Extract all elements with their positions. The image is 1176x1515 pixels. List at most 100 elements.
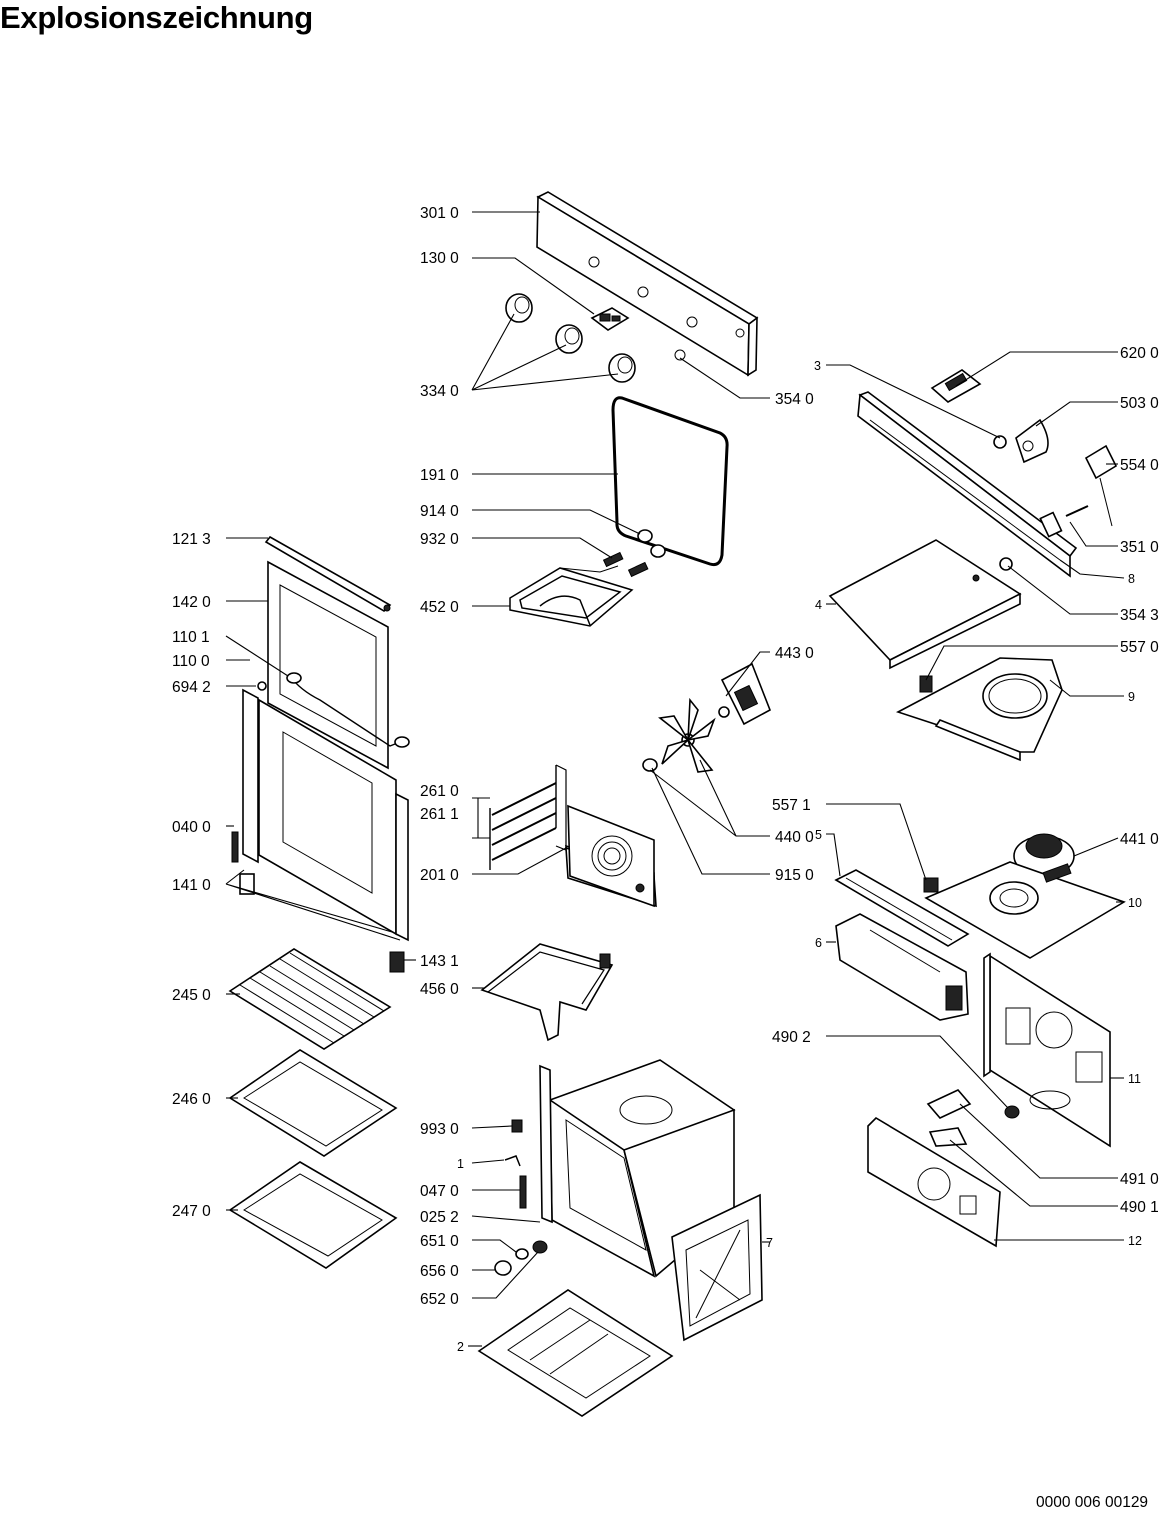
label-1213: 121 3 <box>172 531 211 548</box>
part-labels: 301 0 130 0 334 0 354 0 191 0 914 0 932 … <box>172 205 1159 1354</box>
part-fan-wheel <box>642 697 716 773</box>
label-2: 2 <box>457 1340 464 1354</box>
label-9140: 914 0 <box>420 503 459 520</box>
label-4901: 490 1 <box>1120 1199 1159 1216</box>
label-2611: 261 1 <box>420 806 459 823</box>
label-1101: 110 1 <box>172 629 210 646</box>
label-0470: 047 0 <box>420 1183 459 1200</box>
part-control-panel <box>536 191 759 377</box>
label-1: 1 <box>457 1157 464 1171</box>
part-grill-element <box>509 565 634 627</box>
part-fan-housing <box>895 657 1063 762</box>
leader-lines <box>225 211 1125 1347</box>
part-side-panel <box>671 1193 763 1342</box>
label-5030: 503 0 <box>1120 395 1159 412</box>
label-1100: 110 0 <box>172 653 210 670</box>
label-5: 5 <box>815 828 822 842</box>
label-0252: 025 2 <box>420 1209 459 1226</box>
part-door-top-trim <box>264 535 392 613</box>
label-6942: 694 2 <box>172 679 211 696</box>
label-2450: 245 0 <box>172 987 211 1004</box>
part-front-frame <box>857 391 1078 578</box>
label-1431: 143 1 <box>420 953 459 970</box>
label-7: 7 <box>766 1236 773 1250</box>
label-4430: 443 0 <box>775 645 814 662</box>
label-6520: 652 0 <box>420 1291 459 1308</box>
label-1300: 130 0 <box>420 250 459 267</box>
part-door-outer-glass <box>267 560 389 770</box>
page-title: Explosionszeichnung <box>0 0 313 35</box>
part-cooling-fan <box>1013 833 1075 877</box>
label-4: 4 <box>815 598 822 612</box>
label-12: 12 <box>1128 1234 1142 1248</box>
label-8: 8 <box>1128 572 1135 586</box>
part-timer <box>1015 418 1049 464</box>
part-electronics-box <box>835 913 969 1021</box>
label-9: 9 <box>1128 690 1135 704</box>
label-3540: 354 0 <box>775 391 814 408</box>
label-6200: 620 0 <box>1120 345 1159 362</box>
part-channel <box>834 869 970 947</box>
label-2610: 261 0 <box>420 783 459 800</box>
part-nuts <box>602 529 666 578</box>
part-wire-shelf <box>228 948 392 1050</box>
part-cover-plate <box>867 1116 1001 1248</box>
label-6: 6 <box>815 936 822 950</box>
part-knobs <box>505 293 636 383</box>
part-baking-tray <box>228 1049 398 1157</box>
label-5570: 557 0 <box>1120 639 1159 656</box>
part-4910 <box>926 1089 972 1119</box>
part-fan-cover <box>565 804 657 908</box>
part-top-cover <box>828 539 1022 670</box>
label-3510: 351 0 <box>1120 539 1159 556</box>
part-oven-cavity <box>539 1059 736 1278</box>
label-3543: 354 3 <box>1120 607 1159 624</box>
label-10: 10 <box>1128 896 1142 910</box>
label-3340: 334 0 <box>420 383 459 400</box>
part-deep-tray <box>228 1161 398 1269</box>
label-9150: 915 0 <box>775 867 814 884</box>
part-switch-5571 <box>923 877 939 893</box>
label-9320: 932 0 <box>420 531 459 548</box>
part-door-inner <box>231 681 409 942</box>
part-hinge-clip <box>389 951 405 973</box>
part-switch-557 <box>919 675 933 693</box>
part-fan-motor <box>718 662 772 726</box>
part-knob-3 <box>993 435 1007 449</box>
part-gasket <box>611 396 729 567</box>
part-bottom-element <box>480 943 614 1042</box>
label-4410: 441 0 <box>1120 831 1159 848</box>
label-9930: 993 0 <box>420 1121 459 1138</box>
part-small-fittings <box>494 1119 548 1276</box>
part-door-handle <box>286 672 410 748</box>
label-1910: 191 0 <box>420 467 459 484</box>
label-3: 3 <box>814 359 821 373</box>
part-side-racks <box>489 764 567 870</box>
label-4520: 452 0 <box>420 599 459 616</box>
part-thermostat <box>1084 444 1118 527</box>
document-number: 0000 006 00129 <box>1036 1494 1149 1511</box>
part-sensor <box>1065 505 1089 517</box>
label-1420: 142 0 <box>172 594 211 611</box>
part-4902 <box>1004 1105 1020 1119</box>
part-switch <box>590 307 630 331</box>
label-2460: 246 0 <box>172 1091 211 1108</box>
label-2010: 201 0 <box>420 867 459 884</box>
label-3010: 301 0 <box>420 205 459 222</box>
label-0400: 040 0 <box>172 819 211 836</box>
label-5540: 554 0 <box>1120 457 1159 474</box>
label-11: 11 <box>1128 1072 1141 1086</box>
label-4910: 491 0 <box>1120 1171 1159 1188</box>
part-bottom-panel <box>477 1289 674 1417</box>
label-5571: 557 1 <box>772 797 811 814</box>
label-4902: 490 2 <box>772 1029 811 1046</box>
part-back-panel <box>983 952 1111 1148</box>
part-4901 <box>928 1127 968 1147</box>
label-6560: 656 0 <box>420 1263 459 1280</box>
label-6510: 651 0 <box>420 1233 459 1250</box>
part-rear-cover <box>924 861 1126 959</box>
label-4560: 456 0 <box>420 981 459 998</box>
label-2470: 247 0 <box>172 1203 211 1220</box>
label-4400: 440 0 <box>775 829 814 846</box>
